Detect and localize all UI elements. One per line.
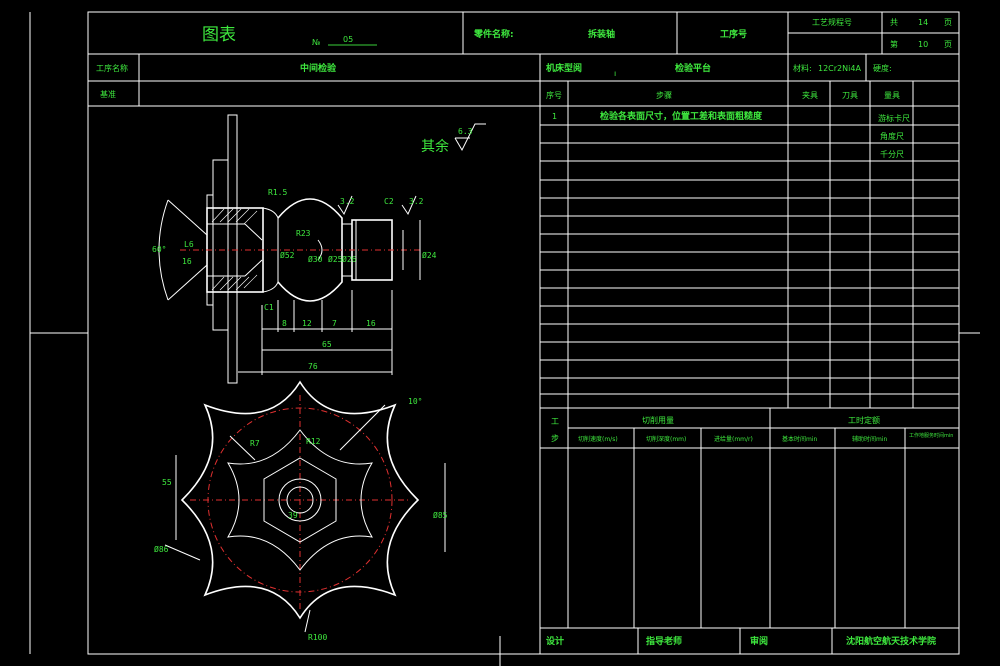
card-no-label: 工艺规程号 (812, 17, 852, 27)
part-name-value: 拆装轴 (588, 28, 615, 40)
dim-l16b: 16 (366, 319, 376, 328)
sub-header-depth: 切削深度(mm) (646, 435, 686, 443)
page-value: 10 (918, 40, 928, 49)
side-label-1: 工 (551, 417, 559, 426)
material-value: 12Cr2Ni4A (818, 64, 861, 73)
rough-32b: 3.2 (409, 197, 424, 206)
dim-16: 16 (182, 257, 192, 266)
process-name-value: 中间检验 (300, 62, 337, 74)
footer-school: 沈阳航空航天技术学院 (846, 635, 936, 647)
machine-value: 检验平台 (675, 62, 711, 74)
tool-vernier: 游标卡尺 (878, 113, 910, 123)
dim-d30: Ø30 (308, 254, 323, 264)
dim-d85: Ø85 (433, 510, 448, 520)
page-unit: 页 (944, 40, 952, 49)
sub-header-feed: 进给量(mm/r) (714, 435, 753, 443)
dim-l8: 8 (282, 319, 287, 328)
roughness-value: 6.3 (458, 127, 473, 136)
dim-d26: Ø26 (342, 254, 357, 264)
dim-angle-10: 10° (408, 397, 422, 406)
page-title: 图表 (202, 25, 236, 45)
part-name-label: 零件名称: (473, 28, 514, 40)
cut-header: 切削用量 (642, 415, 674, 425)
machine-mark: ı (614, 69, 616, 78)
dim-d52: Ø52 (280, 250, 295, 260)
col-gauge: 量具 (884, 91, 900, 100)
inner-frame (87, 11, 960, 655)
roughness-note: 其余 (421, 138, 449, 155)
rough-32a: 3.2 (340, 197, 355, 206)
tool-protractor: 角度尺 (880, 131, 904, 141)
total-label: 共 (890, 18, 898, 27)
tool-micrometer: 千分尺 (880, 149, 904, 159)
dim-l7: 7 (332, 319, 337, 328)
dim-r15: R1.5 (268, 188, 287, 197)
dim-c2: C2 (384, 197, 394, 206)
sub-header-basic-time: 基本时间min (782, 435, 818, 443)
dim-l76: 76 (308, 362, 318, 371)
footer-design: 设计 (546, 635, 564, 647)
steps-table-rows (540, 124, 959, 409)
col-step: 步骤 (656, 91, 672, 100)
material-label: 材料: (793, 63, 812, 73)
step-no: 1 (552, 112, 557, 121)
sub-header-service-time: 工作地服务时间min (909, 432, 953, 439)
dim-r100: R100 (308, 633, 327, 642)
dim-d25: Ø25 (328, 254, 343, 264)
base-label: 基准 (100, 89, 116, 99)
dim-angle-60: 60° (152, 245, 166, 254)
col-no: 序号 (546, 90, 562, 100)
dim-l65: 65 (322, 340, 332, 349)
side-label-2: 步 (551, 434, 559, 443)
dim-d24: Ø24 (422, 250, 437, 260)
footer-review: 审阅 (750, 635, 768, 647)
step-text: 检验各表面尺寸，位置工差和表面粗糙度 (600, 110, 763, 122)
sub-header-aux-time: 辅助时间min (852, 435, 888, 443)
no-value: 05 (343, 35, 353, 44)
hardness-label: 硬度: (873, 63, 892, 73)
process-name-label: 工序名称 (96, 63, 128, 73)
time-header: 工时定额 (848, 415, 880, 425)
col-cutter: 刀具 (842, 91, 858, 100)
dim-r7: R7 (250, 439, 260, 448)
page-label: 第 (890, 39, 898, 49)
dim-39: 39 (288, 511, 298, 520)
dim-l12: 12 (302, 319, 312, 328)
dim-d86: Ø86 (154, 544, 169, 554)
dim-r23: R23 (296, 229, 311, 238)
dim-r12: R12 (306, 437, 321, 446)
no-label: № (312, 38, 321, 47)
dim-l6: L6 (184, 240, 194, 249)
star-wheel-view (164, 380, 446, 633)
machine-label: 机床型阅 (546, 62, 582, 74)
shaft-section-view (158, 114, 486, 384)
sub-header-speed: 切削速度(m/s) (578, 435, 618, 443)
col-fixture: 夹具 (802, 90, 818, 100)
dim-55: 55 (162, 478, 172, 487)
process-no-label: 工序号 (720, 28, 747, 40)
total-value: 14 (918, 18, 928, 27)
footer-teacher: 指导老师 (646, 635, 682, 647)
total-unit: 页 (944, 18, 952, 27)
dim-c1: C1 (264, 303, 274, 312)
